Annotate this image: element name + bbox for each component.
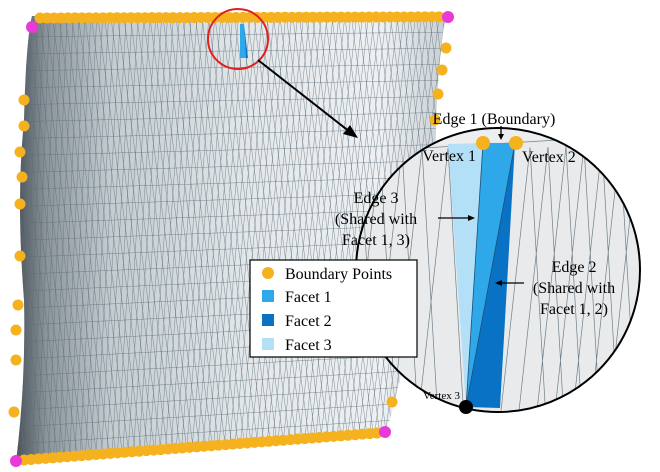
vertex3-label: Vertex 3: [423, 390, 460, 402]
vertex-3-point: [459, 400, 473, 414]
annotation-arrows: [438, 126, 524, 286]
boundary-point: [386, 396, 398, 408]
vertex2-label: Vertex 2: [522, 149, 576, 166]
zoom-arrow: [257, 59, 358, 138]
boundary-point: [16, 171, 28, 183]
boundary-point: [8, 406, 20, 418]
highlight-circle: [207, 8, 269, 70]
corner-point-top-left: [26, 21, 38, 33]
edge3-label-line2: (Shared with: [335, 211, 417, 228]
edge3-label-line1: Edge 3: [354, 190, 399, 207]
legend-marker-boundary-points: [262, 267, 274, 279]
corner-point-bottom-right: [379, 426, 391, 438]
boundary-point: [10, 354, 22, 366]
boundary-point: [432, 88, 444, 100]
highlighted-facets-small: [240, 24, 248, 58]
corner-points: [10, 11, 454, 467]
vertex-1-point: [476, 136, 490, 150]
legend-label-facet-2: Facet 2: [285, 313, 332, 330]
boundary-point: [436, 64, 448, 76]
boundary-point: [14, 250, 26, 262]
boundary-point: [429, 114, 441, 126]
boundary-point: [14, 146, 26, 158]
legend: Boundary Points Facet 1 Facet 2 Facet 3: [249, 259, 418, 358]
legend-marker-facet-3: [262, 338, 274, 350]
facet-3: [448, 143, 483, 407]
corner-point-bottom-left: [10, 455, 22, 467]
boundary-point: [18, 94, 30, 106]
edge3-label-line3: Facet 1, 3): [342, 232, 410, 249]
boundary-point: [14, 198, 26, 210]
corner-point-top-right: [442, 11, 454, 23]
edge2-label-line3: Facet 1, 2): [540, 301, 608, 318]
boundary-point: [433, 11, 445, 23]
vertex-2-point: [509, 136, 523, 150]
edge2-label-line2: (Shared with: [533, 280, 615, 297]
vertex1-label: Vertex 1: [422, 148, 476, 165]
boundary-point: [10, 324, 22, 336]
edge1-label: Edge 1 (Boundary): [433, 111, 556, 128]
edge2-label-line1: Edge 2: [552, 259, 597, 276]
legend-marker-facet-1: [262, 290, 274, 302]
legend-marker-facet-2: [262, 314, 274, 326]
boundary-point: [12, 299, 24, 311]
legend-label-facet-3: Facet 3: [285, 337, 332, 354]
legend-label-boundary-points: Boundary Points: [285, 266, 392, 283]
boundary-point: [18, 120, 30, 132]
boundary-point: [440, 42, 452, 54]
legend-label-facet-1: Facet 1: [285, 289, 332, 306]
boundary-points: [8, 11, 452, 466]
